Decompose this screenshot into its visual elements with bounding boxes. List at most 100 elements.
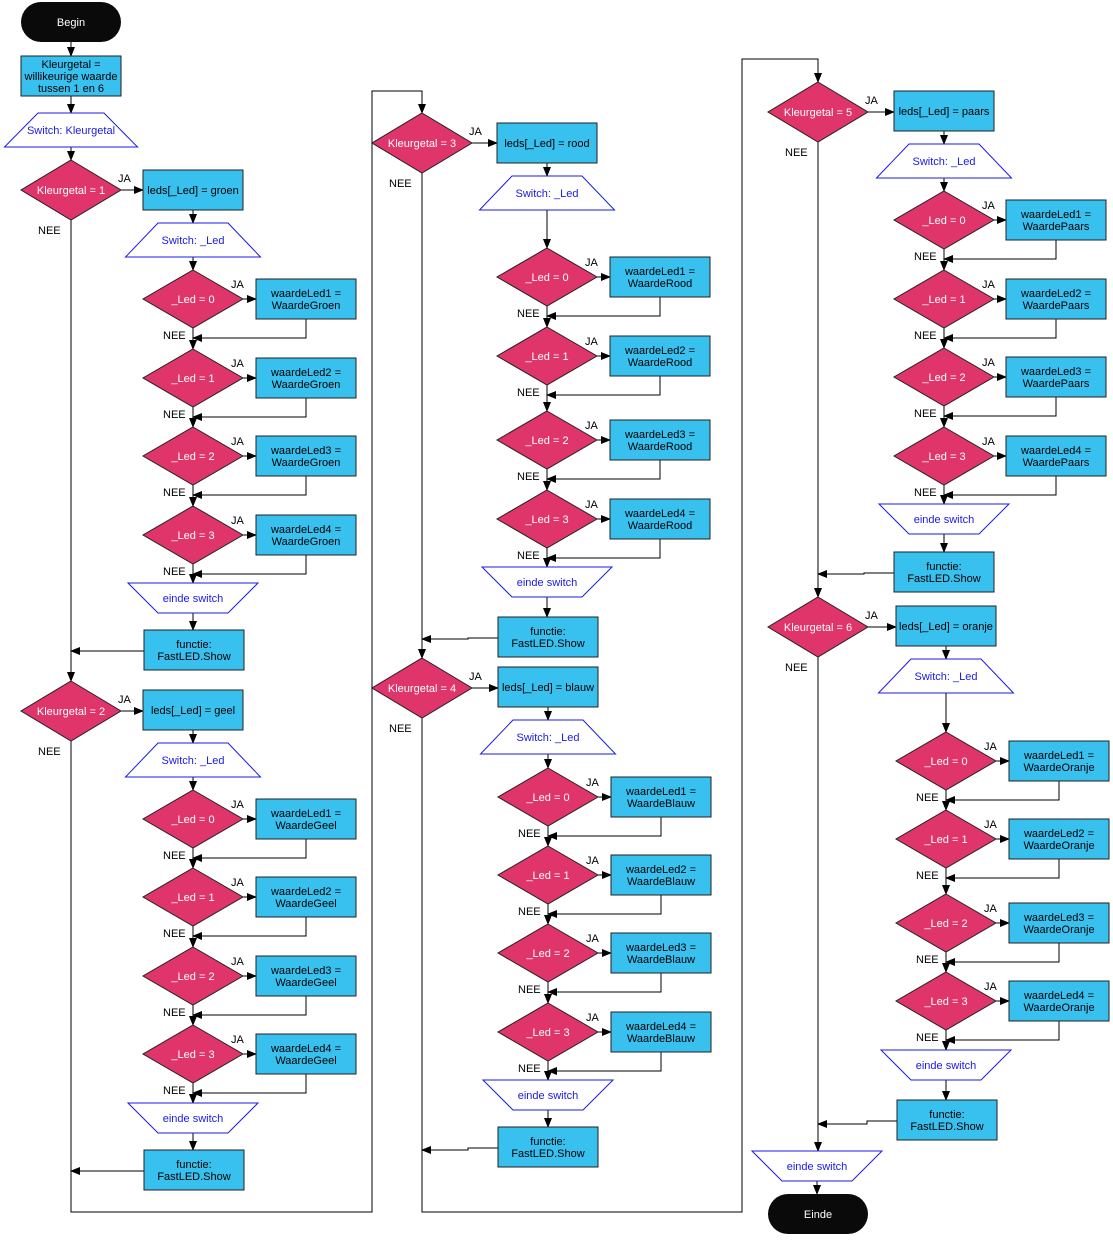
case-4-decision-label: Kleurgetal = 4 — [388, 683, 456, 695]
case-4-led-value-0-label: WaardeBlauw — [627, 798, 695, 810]
case-2-led-decision-1-label: _Led = 1 — [170, 892, 214, 904]
case-4-led-no-label: NEE — [518, 1063, 541, 1075]
case-3-function — [497, 616, 599, 658]
case-1-led-value-3-label: WaardeGroen — [272, 536, 341, 548]
case-2-led-value-3 — [255, 1033, 357, 1075]
case-5-end-switch-label: einde switch — [914, 514, 975, 526]
case-6-led-yes-label: JA — [984, 819, 998, 831]
case-1-decision — [20, 159, 122, 221]
case-4-function — [497, 1126, 599, 1168]
case-2-function-label: FastLED.Show — [157, 1171, 230, 1183]
case-2-decision — [20, 680, 122, 742]
case-6-led-decision-0 — [895, 731, 997, 791]
case-5-led-decision-1-label: _Led = 1 — [921, 294, 965, 306]
case-2-led-decision-3-label: _Led = 3 — [170, 1049, 214, 1061]
case-1-led-decision-2 — [142, 426, 244, 486]
connector — [943, 397, 1057, 420]
case-6-led-value-2 — [1008, 902, 1110, 944]
init-process-label: tussen 1 en 6 — [38, 83, 104, 95]
case-1-end-switch — [126, 582, 260, 614]
case-3-no-label: NEE — [389, 178, 412, 190]
case-5-led-decision-3-label: _Led = 3 — [921, 451, 965, 463]
connector — [943, 476, 1057, 499]
case-6-led-switch — [877, 658, 1015, 694]
case-3-led-value-1-label: WaardeRood — [628, 357, 692, 369]
case-5-led-decision-0 — [893, 190, 995, 250]
case-6-end-switch — [879, 1049, 1013, 1081]
connector — [945, 781, 1060, 804]
case-3-led-yes-label: JA — [585, 257, 599, 269]
case-5-function — [893, 551, 995, 593]
case-3-led-value-1-label: waardeLed2 = — [624, 345, 695, 357]
case-1-led-decision-1 — [142, 348, 244, 408]
case-2-led-switch — [124, 742, 262, 778]
case-3-led-yes-label: JA — [585, 499, 599, 511]
case-1-led-no-label: NEE — [163, 566, 186, 578]
case-3-led-no-label: NEE — [517, 308, 540, 320]
case-1-led-value-1-label: WaardeGroen — [272, 379, 341, 391]
connector — [192, 476, 307, 499]
end-terminal — [768, 1194, 868, 1234]
case-2-led-value-2 — [255, 955, 357, 997]
case-4-yes-label: JA — [469, 671, 483, 683]
case-3-led-decision-3 — [496, 489, 598, 549]
case-3-led-switch-label: Switch: _Led — [516, 188, 579, 200]
case-5-led-no-label: NEE — [914, 487, 937, 499]
case-4-led-no-label: NEE — [518, 984, 541, 996]
case-1-led-value-3 — [255, 514, 357, 556]
case-1-function — [143, 629, 245, 671]
case-3-led-decision-2 — [496, 410, 598, 470]
case-1-function-label: functie: — [176, 639, 211, 651]
case-2-led-no-label: NEE — [163, 928, 186, 940]
case-4-led-decision-2 — [497, 923, 599, 983]
main-end-switch — [750, 1150, 884, 1182]
connector — [421, 635, 498, 643]
case-5-led-value-3 — [1005, 435, 1107, 477]
case-5-led-value-0-label: WaardePaars — [1023, 221, 1090, 233]
connector — [546, 460, 661, 483]
case-3-led-decision-3-label: _Led = 3 — [524, 514, 568, 526]
case-5-led-switch — [875, 143, 1013, 179]
case-5-end-switch — [877, 503, 1011, 535]
init-process — [20, 55, 122, 97]
main-switch-label: Switch: Kleurgetal — [27, 125, 115, 137]
case-2-led-no-label: NEE — [163, 850, 186, 862]
case-4-led-decision-0-label: _Led = 0 — [525, 792, 569, 804]
case-5-decision-label: Kleurgetal = 5 — [784, 107, 852, 119]
case-4-led-value-2-label: WaardeBlauw — [627, 954, 695, 966]
case-2-led-value-2-label: waardeLed3 = — [270, 965, 341, 977]
case-6-led-no-label: NEE — [916, 1032, 939, 1044]
case-4-assign-label: leds[_Led] = blauw — [502, 682, 594, 694]
connector — [546, 376, 661, 399]
case-1-led-yes-label: JA — [231, 436, 245, 448]
case-3-led-value-3-label: WaardeRood — [628, 520, 692, 532]
case-3-led-value-2 — [609, 419, 711, 461]
case-5-led-yes-label: JA — [982, 279, 996, 291]
case-1-led-no-label: NEE — [163, 487, 186, 499]
case-1-led-decision-3 — [142, 505, 244, 565]
connector — [192, 398, 307, 421]
case-1-led-decision-0-label: _Led = 0 — [170, 294, 214, 306]
case-6-assign-label: leds[_Led] = oranje — [899, 621, 993, 633]
connector — [192, 917, 307, 940]
case-3-end-switch-label: einde switch — [517, 577, 578, 589]
case-6-led-value-0-label: WaardeOranje — [1023, 762, 1094, 774]
case-3-led-no-label: NEE — [517, 471, 540, 483]
case-3-led-value-3-label: waardeLed4 = — [624, 508, 695, 520]
case-3-led-decision-0-label: _Led = 0 — [524, 272, 568, 284]
case-4-led-yes-label: JA — [586, 1012, 600, 1024]
case-3-assign-label: leds[_Led] = rood — [504, 138, 589, 150]
case-5-led-value-2 — [1005, 356, 1107, 398]
case-5-led-value-2-label: WaardePaars — [1023, 378, 1090, 390]
case-2-led-value-2-label: WaardeGeel — [275, 977, 336, 989]
case-4-decision — [371, 657, 473, 719]
case-3-led-value-0-label: waardeLed1 = — [624, 266, 695, 278]
connector — [547, 973, 662, 996]
case-1-led-decision-1-label: _Led = 1 — [170, 373, 214, 385]
case-4-led-value-3-label: WaardeBlauw — [627, 1033, 695, 1045]
case-5-led-decision-3 — [893, 426, 995, 486]
case-1-led-switch-label: Switch: _Led — [162, 235, 225, 247]
case-4-function-label: FastLED.Show — [511, 1148, 584, 1160]
case-5-assign-label: leds[_Led] = paars — [899, 106, 990, 118]
case-4-led-value-0 — [610, 776, 712, 818]
